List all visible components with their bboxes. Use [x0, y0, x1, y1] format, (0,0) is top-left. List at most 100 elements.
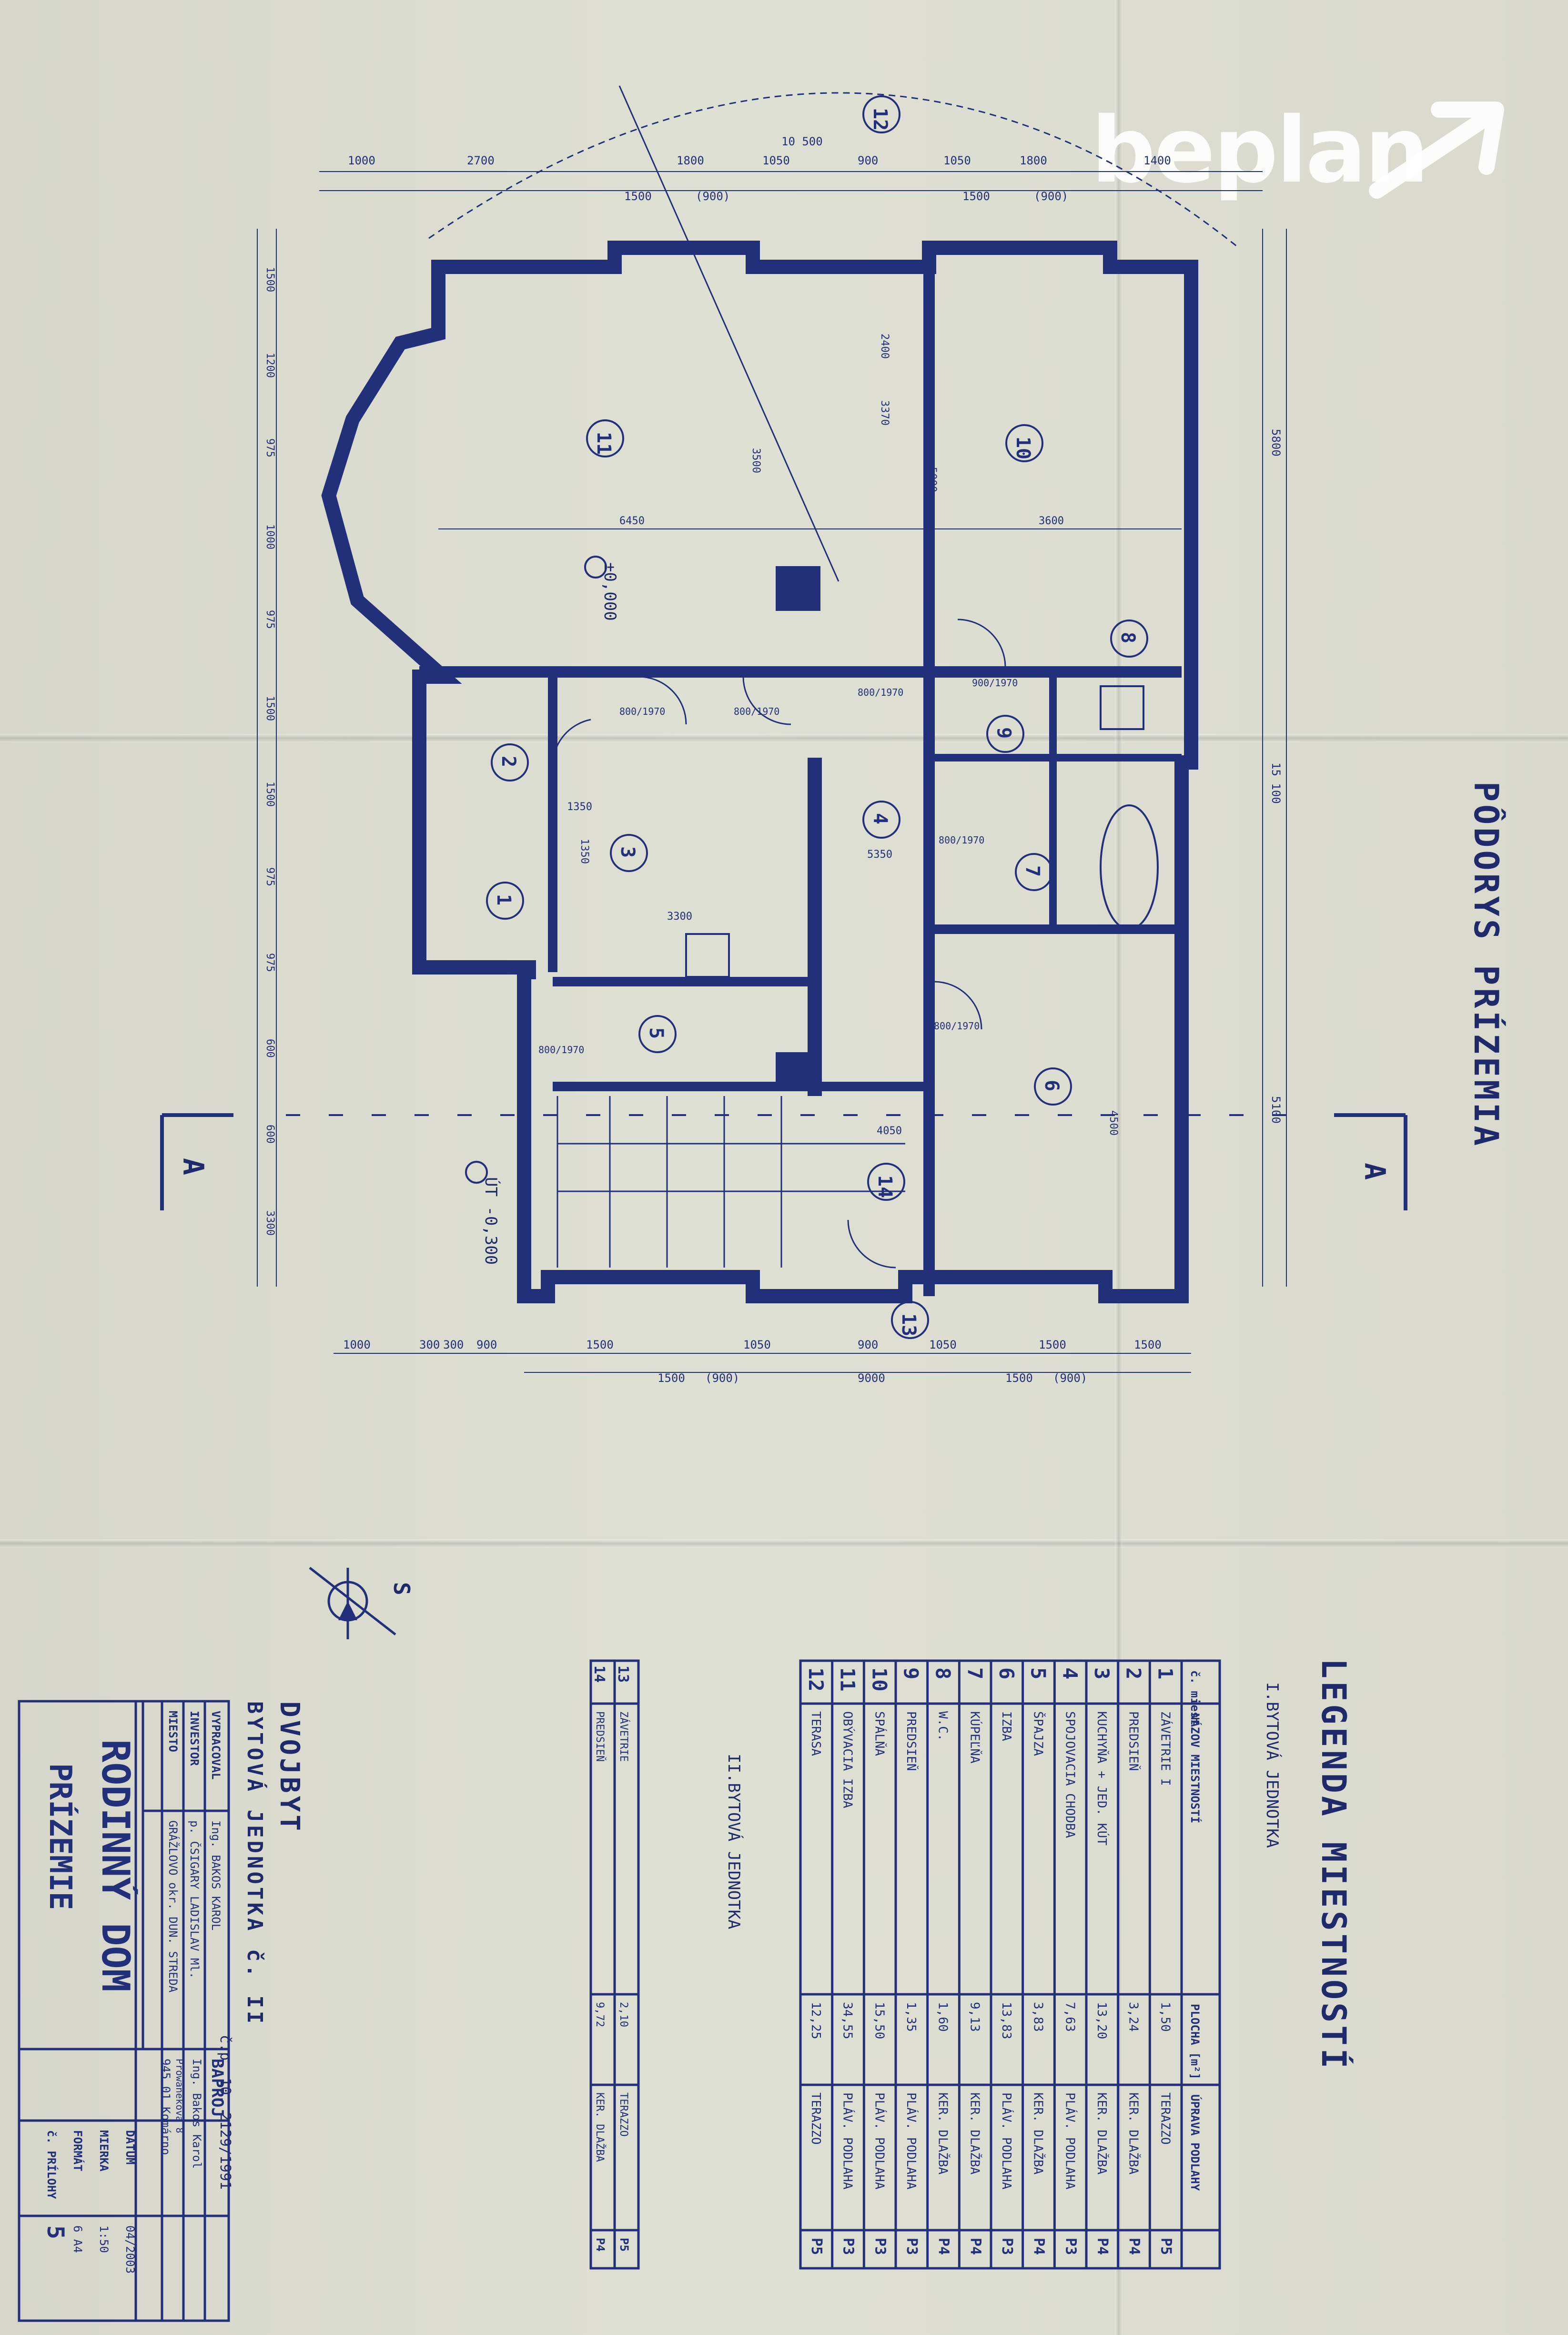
- legend-room-name: W.C.: [936, 1711, 950, 1741]
- bathtub: [1100, 804, 1159, 930]
- legend-room-area: 9,72: [594, 2002, 606, 2027]
- legend-header: NÁZOV MIESTNOSTÍ: [1188, 1713, 1202, 1823]
- dimension-label: 3600: [1039, 515, 1064, 527]
- legend-room-area: 3,83: [1031, 2002, 1045, 2032]
- tb-drawing-title: RODINNÝ DOM: [93, 1739, 138, 1992]
- dimension-label: 900: [476, 1338, 497, 1351]
- legend-room-floor: KER. DLAŽBA: [1126, 2092, 1142, 2175]
- tb-field-value: GRÁŽLOVO okr. DUN. STREDA: [166, 1820, 180, 1993]
- room-number-circle: [862, 801, 900, 839]
- tb-meta-label: DÁTUM: [123, 2130, 137, 2164]
- staircase: [556, 1096, 905, 1268]
- legend-room-floor: KER. DLAŽBA: [967, 2092, 982, 2175]
- legend-room-name: IZBA: [999, 1711, 1013, 1741]
- stove: [685, 933, 730, 978]
- dimension-label: 1500: [1005, 1371, 1033, 1385]
- legend-room-name: TERASA: [809, 1711, 823, 1756]
- legend-room-name: ZÁVETRIE: [617, 1711, 630, 1762]
- room-number: 7: [1022, 865, 1043, 877]
- dimension-label: 1500: [658, 1371, 685, 1385]
- tb-field-label: VYPRACOVAL: [209, 1711, 223, 1780]
- room-number: 3: [617, 846, 638, 858]
- room-number-circle: [491, 743, 529, 782]
- door-swing: [957, 619, 1006, 668]
- room-number: 6: [1041, 1080, 1062, 1091]
- door-swing: [933, 981, 982, 1030]
- legend-room-name: SPÁLŇA: [872, 1711, 887, 1756]
- legend-room-name: PREDSIEŇ: [594, 1711, 606, 1762]
- tb-meta-label: FORMÁT: [71, 2130, 85, 2172]
- legend-room-code: P3: [871, 2238, 888, 2255]
- dimension-label: 5100: [1269, 1096, 1283, 1124]
- legend-room-floor: PLÁV. PODLAHA: [872, 2092, 887, 2190]
- dimension-label: 1200: [264, 353, 276, 378]
- dimension-label: (900): [696, 190, 730, 203]
- dimension-total: 9000: [858, 1371, 885, 1385]
- legend-room-name: KUCHYŇA + JED. KÚT: [1094, 1711, 1110, 1846]
- legend-room-floor: PLÁV. PODLAHA: [904, 2092, 919, 2190]
- dimension-label: 5000: [926, 467, 938, 492]
- legend-room-no: 5: [1027, 1667, 1050, 1679]
- tb-firm-city: 945 01 Komárno: [159, 2059, 172, 2155]
- dimension-label: (900): [1053, 1371, 1087, 1385]
- room-number: 5: [645, 1027, 667, 1039]
- legend-room-code: P4: [1094, 2238, 1111, 2255]
- tb-meta-value: 5: [42, 2225, 69, 2239]
- legend-room-code: P5: [808, 2238, 825, 2255]
- tb-meta-label: č. PRÍLOHY: [45, 2130, 59, 2199]
- dimension-label: 300: [443, 1338, 464, 1351]
- dimension-label: 600: [264, 1039, 276, 1058]
- door-label: 800/1970: [538, 1044, 584, 1056]
- legend-room-floor: KER. DLAŽBA: [1094, 2092, 1110, 2175]
- dimension-label: 1400: [1143, 154, 1171, 167]
- tb-field-label: MIESTO: [166, 1711, 180, 1752]
- legend-room-area: 1,60: [936, 2002, 950, 2032]
- room-number-circle: [1110, 619, 1148, 658]
- legend-room-code: P3: [840, 2238, 857, 2255]
- legend-room-name: PREDSIEŇ: [1126, 1711, 1142, 1771]
- legend-room-code: P4: [967, 2238, 983, 2255]
- door-label: 800/1970: [939, 834, 984, 846]
- room-number: 13: [898, 1313, 920, 1336]
- legend-header: PLOCHA [m²]: [1188, 2004, 1202, 2080]
- legend-room-code: P4: [1031, 2238, 1047, 2255]
- room-number-circle: [638, 1015, 677, 1053]
- legend-room-area: 34,55: [840, 2002, 855, 2039]
- dimension-label: 3370: [879, 400, 890, 426]
- legend-room-area: 12,25: [809, 2002, 823, 2039]
- legend-room-area: 13,83: [999, 2002, 1013, 2039]
- legend-room-name: ZÁVETRIE I: [1158, 1711, 1173, 1786]
- dimension-label: (900): [1034, 190, 1068, 203]
- dimension-label: 1050: [743, 1338, 771, 1351]
- dimension-label: 3300: [264, 1210, 276, 1236]
- legend-room-no: 8: [931, 1667, 955, 1679]
- legend-room-no: 7: [963, 1667, 986, 1679]
- legend-room-floor: KER. DLAŽBA: [1031, 2092, 1046, 2175]
- dimension-label: 1500: [962, 190, 990, 203]
- dimension-label: 5800: [1269, 429, 1283, 457]
- legend-room-floor: KER. DLAŽBA: [594, 2092, 606, 2162]
- door-label: 800/1970: [619, 706, 665, 717]
- chimney: [776, 566, 820, 611]
- dimension-label: 600: [264, 1125, 276, 1144]
- legend-room-name: PREDSIEŇ: [904, 1711, 919, 1771]
- chimney: [776, 1052, 811, 1087]
- dimension-label: 975: [264, 438, 276, 457]
- door-label: 800/1970: [934, 1020, 980, 1032]
- tb-meta-value: 1:50: [97, 2225, 111, 2253]
- legend-room-no: 12: [804, 1667, 828, 1692]
- tb-field-value: Ing. BAKOS KAROL: [209, 1820, 223, 1930]
- legend-room-floor: PLÁV. PODLAHA: [1062, 2092, 1078, 2190]
- dimension-label: 1500: [264, 696, 276, 721]
- legend-room-floor: PLÁV. PODLAHA: [840, 2092, 856, 2190]
- room-number: 9: [993, 727, 1015, 739]
- legend-room-code: P4: [594, 2238, 607, 2252]
- dimension-lines: [257, 171, 1287, 1373]
- dimension-label: 1050: [943, 154, 971, 167]
- legend-room-code: P5: [1157, 2238, 1174, 2255]
- dimension-label: 4050: [877, 1125, 902, 1137]
- dimension-label: 1000: [264, 524, 276, 549]
- dimension-label: 2700: [467, 154, 495, 167]
- tb-firm-street: Prowanekova 8: [174, 2059, 185, 2133]
- north-arrow-icon: [309, 1567, 396, 1639]
